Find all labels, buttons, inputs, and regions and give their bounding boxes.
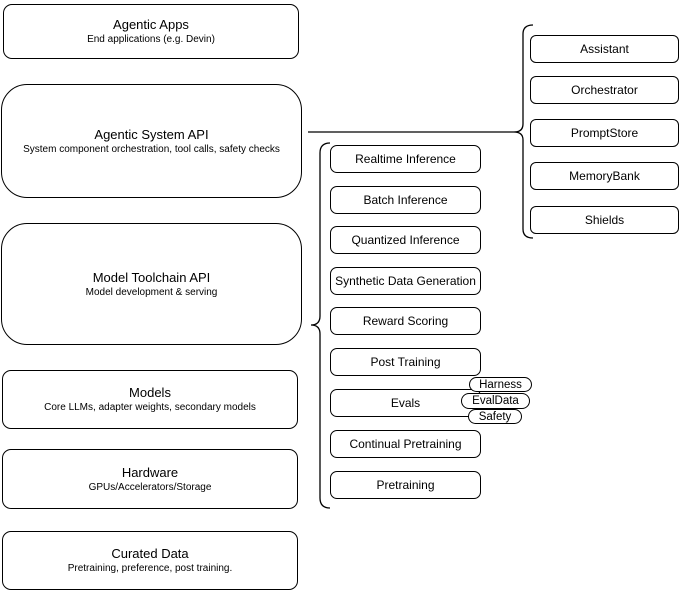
- node-subtitle: Core LLMs, adapter weights, secondary mo…: [44, 402, 256, 413]
- node-synthetic-data-generation[interactable]: Synthetic Data Generation: [330, 267, 481, 295]
- node-agentic-system-api[interactable]: Agentic System API System component orch…: [1, 84, 302, 198]
- node-pretraining[interactable]: Pretraining: [330, 471, 481, 499]
- node-continual-pretraining[interactable]: Continual Pretraining: [330, 430, 481, 458]
- tag-harness[interactable]: Harness: [469, 377, 532, 392]
- node-assistant[interactable]: Assistant: [530, 35, 679, 63]
- node-memorybank[interactable]: MemoryBank: [530, 162, 679, 190]
- node-subtitle: GPUs/Accelerators/Storage: [88, 481, 212, 493]
- node-subtitle: Model development & serving: [85, 286, 218, 298]
- node-title: Model Toolchain API: [92, 269, 211, 285]
- node-title: Models: [129, 385, 171, 400]
- node-title: Hardware: [121, 464, 179, 480]
- node-title: Agentic Apps: [113, 17, 189, 32]
- node-curated-data[interactable]: Curated Data Pretraining, preference, po…: [2, 531, 298, 590]
- node-hardware[interactable]: Hardware GPUs/Accelerators/Storage: [2, 449, 298, 509]
- node-shields[interactable]: Shields: [530, 206, 679, 234]
- node-subtitle: Pretraining, preference, post training.: [67, 563, 233, 574]
- tag-safety[interactable]: Safety: [468, 409, 522, 424]
- node-orchestrator[interactable]: Orchestrator: [530, 76, 679, 104]
- toolchain-components-brace: [310, 142, 331, 509]
- node-title: Agentic System API: [94, 126, 209, 142]
- node-agentic-apps[interactable]: Agentic Apps End applications (e.g. Devi…: [3, 4, 299, 59]
- node-subtitle: System component orchestration, tool cal…: [23, 143, 280, 155]
- node-batch-inference[interactable]: Batch Inference: [330, 186, 481, 214]
- tag-evaldata[interactable]: EvalData: [461, 393, 530, 409]
- node-promptstore[interactable]: PromptStore: [530, 119, 679, 147]
- node-reward-scoring[interactable]: Reward Scoring: [330, 307, 481, 335]
- node-title: Curated Data: [111, 546, 189, 561]
- node-realtime-inference[interactable]: Realtime Inference: [330, 145, 481, 173]
- node-quantized-inference[interactable]: Quantized Inference: [330, 226, 481, 254]
- node-model-toolchain-api[interactable]: Model Toolchain API Model development & …: [1, 223, 302, 345]
- node-models[interactable]: Models Core LLMs, adapter weights, secon…: [2, 370, 298, 429]
- node-subtitle: End applications (e.g. Devin): [87, 34, 215, 45]
- node-evals[interactable]: Evals: [330, 389, 481, 417]
- node-post-training[interactable]: Post Training: [330, 348, 481, 376]
